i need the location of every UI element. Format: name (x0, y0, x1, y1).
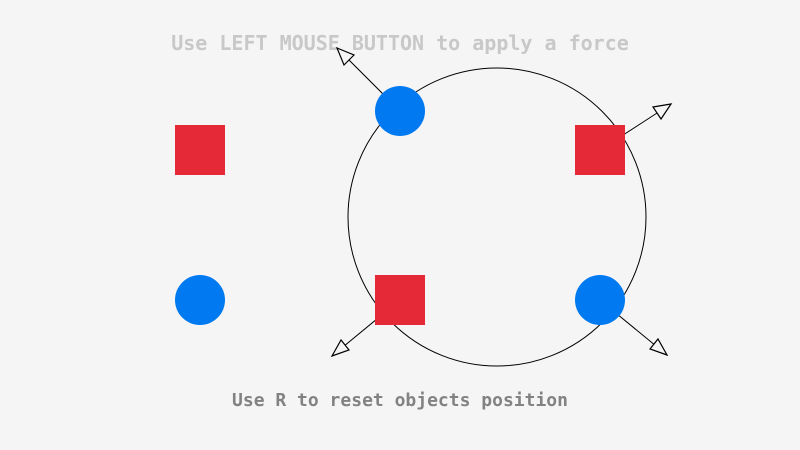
physics-body-square-top-left[interactable] (175, 125, 225, 175)
force-field-circle (347, 67, 647, 367)
force-arrow-head (330, 338, 350, 358)
physics-body-square-bottom-middle[interactable] (375, 275, 425, 325)
force-arrow-head (649, 337, 669, 357)
physics-body-square-top-right[interactable] (575, 125, 625, 175)
instruction-reset: Use R to reset objects position (232, 390, 568, 411)
force-arrow-head (651, 103, 673, 121)
force-arrow-head (335, 46, 356, 67)
physics-body-circle-top-middle[interactable] (375, 86, 425, 136)
instruction-apply-force: Use LEFT MOUSE BUTTON to apply a force (171, 31, 629, 55)
physics-body-circle-bottom-right[interactable] (575, 275, 625, 325)
physics-body-circle-bottom-left[interactable] (175, 275, 225, 325)
